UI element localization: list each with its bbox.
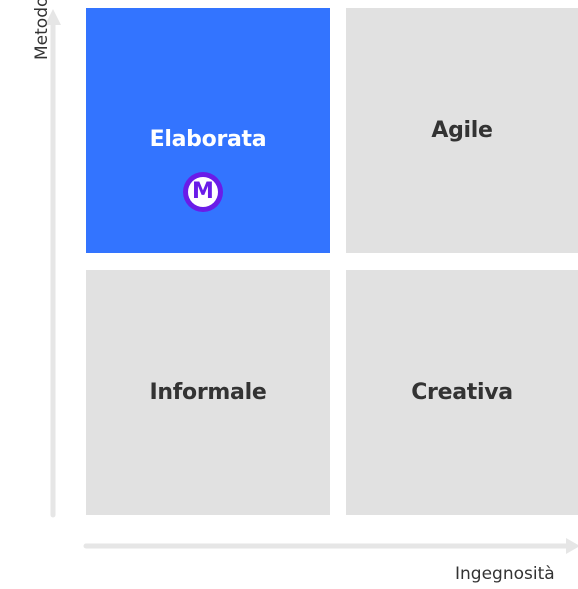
y-axis-arrow — [45, 9, 61, 518]
y-axis-label: Metodo — [32, 0, 52, 60]
marker-letter: M — [192, 179, 214, 204]
marker-badge-inner: M — [188, 177, 218, 207]
quadrant-bottom-left: Informale — [86, 270, 330, 515]
quadrant-label: Informale — [149, 380, 267, 405]
quadrant-label: Elaborata — [149, 127, 267, 152]
x-axis-arrow — [83, 538, 578, 554]
x-axis-label: Ingegnosità — [455, 564, 555, 584]
quadrant-top-right: Agile — [346, 8, 578, 253]
quadrant-label: Creativa — [411, 380, 513, 405]
quadrant-label: Agile — [431, 118, 493, 143]
quadrant-bottom-right: Creativa — [346, 270, 578, 515]
quadrant-top-left: Elaborata M — [86, 8, 330, 253]
marker-badge: M — [183, 172, 223, 212]
